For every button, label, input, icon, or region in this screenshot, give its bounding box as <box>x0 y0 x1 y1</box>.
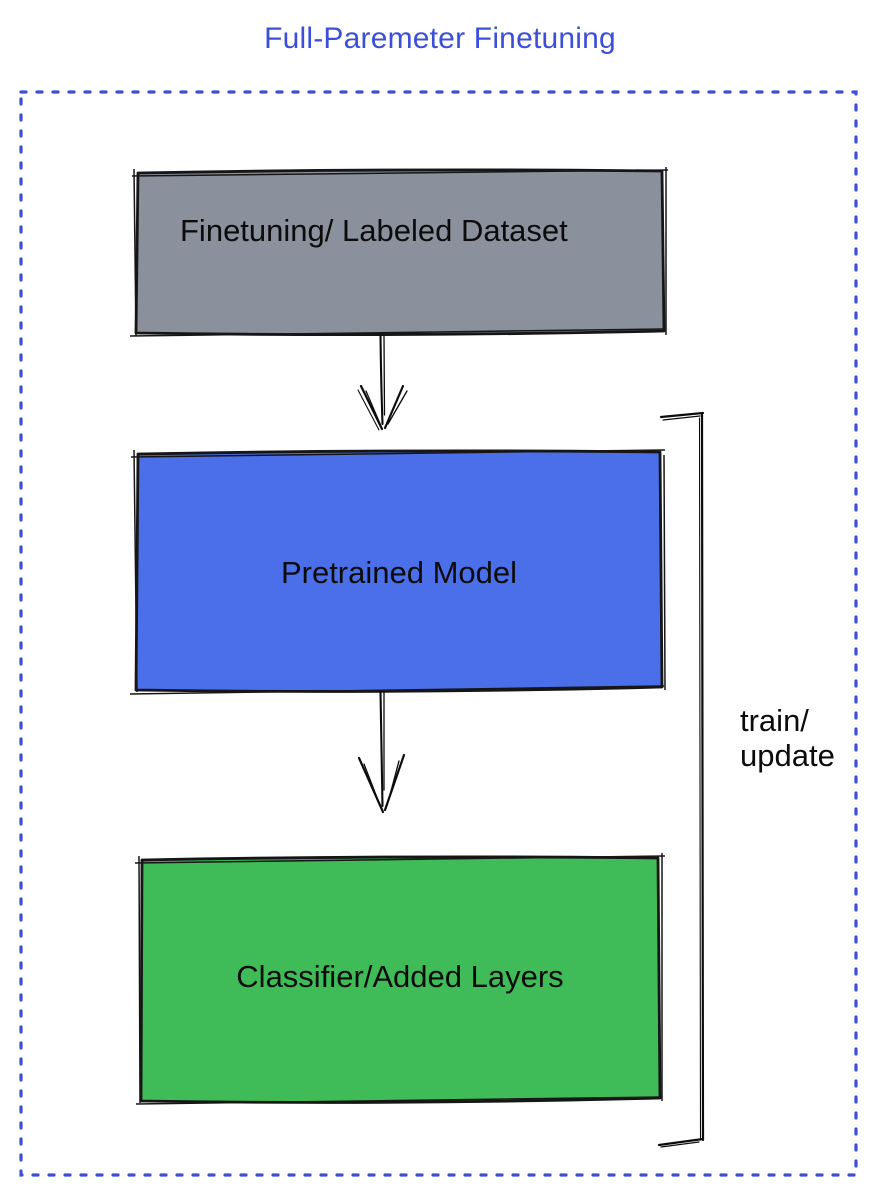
node-finetuning-dataset-shape <box>134 168 666 336</box>
node-pretrained-model <box>129 449 666 695</box>
arrow-dataset-to-model-icon <box>357 334 408 431</box>
dotted-frame-border <box>19 90 858 1177</box>
bracket-label-line1: train/ <box>740 703 809 738</box>
node-finetuning-dataset <box>129 167 669 337</box>
train-update-bracket <box>657 411 705 1148</box>
bracket-label-line2: update <box>740 738 835 773</box>
node-label-classifier-added-layers: Classifier/Added Layers <box>236 959 564 994</box>
node-classifier-added-layers-sketch-stroke <box>134 853 666 1105</box>
node-pretrained-model-sketch-stroke <box>129 449 666 695</box>
arrow-model-to-classifier-icon <box>357 690 406 814</box>
node-classifier-added-layers <box>134 853 666 1105</box>
bracket-label: train/ update <box>740 703 835 773</box>
node-label-pretrained-model: Pretrained Model <box>280 555 518 590</box>
node-label-finetuning-dataset: Finetuning/ Labeled Dataset <box>180 213 568 248</box>
node-finetuning-dataset-sketch-stroke <box>129 167 669 337</box>
diagram-title: Full-Paremeter Finetuning <box>264 22 616 55</box>
